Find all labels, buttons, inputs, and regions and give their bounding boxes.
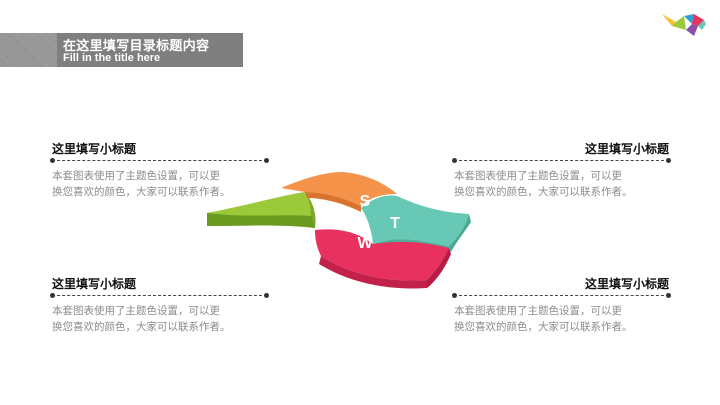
subtitle-block-top-right: 这里填写小标题 本套图表使用了主题色设置，可以更 换您喜欢的颜色，大家可以联系作…: [452, 140, 671, 200]
block-body: 本套图表使用了主题色设置，可以更 换您喜欢的颜色，大家可以联系作者。: [52, 303, 267, 335]
body-line: 本套图表使用了主题色设置，可以更: [454, 305, 622, 317]
swot-letter-t: T: [390, 215, 400, 232]
dashed-divider: [50, 293, 269, 298]
body-line: 换您喜欢的颜色，大家可以联系作者。: [454, 321, 633, 333]
swot-graphic: S O T W: [207, 172, 471, 289]
swot-segment-s: [281, 172, 397, 212]
swot-letter-s: S: [360, 193, 371, 210]
body-line: 换您喜欢的颜色，大家可以联系作者。: [454, 186, 633, 198]
dashed-divider: [452, 158, 671, 163]
subtitle-block-top-left: 这里填写小标题 本套图表使用了主题色设置，可以更 换您喜欢的颜色，大家可以联系作…: [50, 140, 269, 200]
block-heading: 这里填写小标题: [52, 142, 137, 156]
body-line: 换您喜欢的颜色，大家可以联系作者。: [52, 186, 231, 198]
body-line: 本套图表使用了主题色设置，可以更: [454, 170, 622, 182]
header-pattern-block: [0, 33, 57, 67]
swot-segment-w: [315, 229, 451, 289]
origami-bird-logo: [662, 14, 706, 36]
block-heading: 这里填写小标题: [584, 277, 669, 291]
subtitle-block-bottom-right: 这里填写小标题 本套图表使用了主题色设置，可以更 换您喜欢的颜色，大家可以联系作…: [452, 275, 671, 335]
block-body: 本套图表使用了主题色设置，可以更 换您喜欢的颜色，大家可以联系作者。: [454, 303, 669, 335]
body-line: 本套图表使用了主题色设置，可以更: [52, 170, 220, 182]
body-line: 本套图表使用了主题色设置，可以更: [52, 305, 220, 317]
dashed-divider: [50, 158, 269, 163]
body-line: 换您喜欢的颜色，大家可以联系作者。: [52, 321, 231, 333]
swot-letter-w: W: [357, 235, 373, 252]
page-title: 在这里填写目录标题内容: [63, 39, 210, 54]
page-subtitle: Fill in the title here: [63, 52, 161, 64]
block-heading: 这里填写小标题: [584, 142, 669, 156]
subtitle-block-bottom-left: 这里填写小标题 本套图表使用了主题色设置，可以更 换您喜欢的颜色，大家可以联系作…: [50, 275, 269, 335]
block-heading: 这里填写小标题: [52, 277, 137, 291]
swot-letter-o: O: [329, 213, 341, 230]
swot-segment-o: [207, 192, 316, 228]
header-bar: [57, 33, 243, 67]
dashed-divider: [452, 293, 671, 298]
block-body: 本套图表使用了主题色设置，可以更 换您喜欢的颜色，大家可以联系作者。: [454, 168, 669, 200]
block-body: 本套图表使用了主题色设置，可以更 换您喜欢的颜色，大家可以联系作者。: [52, 168, 267, 200]
